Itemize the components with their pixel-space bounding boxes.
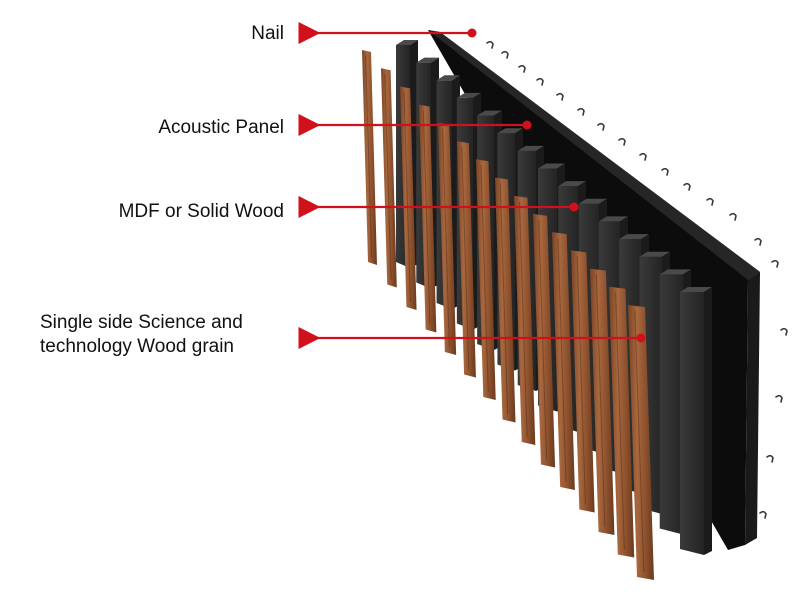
mdf-slat-top (477, 110, 502, 116)
wood-veneer-strip (457, 141, 476, 378)
label-acoustic-panel: Acoustic Panel (158, 117, 284, 138)
label-mdf-or-solid-wood: MDF or Solid Wood (118, 201, 284, 222)
wood-veneer-strip (362, 50, 377, 265)
mdf-slat-front (680, 292, 704, 555)
nail-icon (486, 40, 494, 49)
wood-grain-line (634, 310, 645, 573)
wood-grain-line (461, 147, 470, 370)
wood-veneer-strip (609, 286, 635, 558)
wood-veneer-strip (495, 177, 516, 423)
arrow-mdf-dot (569, 202, 579, 212)
wood-grain-line (403, 92, 411, 303)
wood-veneer-strip (552, 232, 575, 490)
mdf-slat-top (517, 145, 544, 151)
mdf-slat-front (659, 274, 683, 535)
wood-veneer-strips-group (362, 50, 654, 580)
label-wood-grain-line2: technology Wood grain (40, 336, 234, 357)
mdf-slat-top (558, 181, 586, 187)
wood-grain-line (557, 238, 567, 483)
nail-icon (501, 50, 509, 59)
wood-grain-line (480, 165, 489, 393)
mdf-slat-top (639, 251, 670, 257)
wood-grain-line (499, 183, 509, 415)
nail-icon (618, 137, 626, 146)
mdf-slat-top (416, 57, 439, 63)
nail-icon (771, 259, 779, 268)
nail-icon (754, 237, 762, 246)
label-nail: Nail (251, 23, 284, 44)
nail-icon (780, 327, 788, 336)
nail-icon (683, 182, 691, 191)
wood-veneer-strip (514, 195, 536, 445)
wood-grain-line (595, 274, 606, 528)
mdf-slat-top (396, 40, 418, 45)
mdf-slat-top (598, 216, 628, 222)
nail-icon (597, 122, 605, 131)
arrow-nail-dot (467, 28, 477, 38)
wood-grain-line (576, 256, 586, 505)
wood-grain-line (422, 110, 431, 325)
wood-veneer-strip (476, 159, 496, 400)
nail-icon (759, 510, 767, 519)
mdf-slat-top (456, 92, 481, 98)
mdf-slat-top (436, 75, 460, 81)
mdf-slat-side (704, 287, 712, 555)
wood-grain-line (442, 128, 450, 348)
mdf-slat-top (659, 269, 691, 275)
nail-icon (577, 107, 585, 116)
mdf-slat-top (619, 234, 649, 240)
wood-veneer-strip (400, 86, 417, 310)
nail-icon (639, 152, 647, 161)
arrow-acoustic-panel-dot (522, 120, 532, 130)
nails-group (486, 40, 788, 519)
wood-grain-line (365, 55, 373, 258)
wood-veneer-strip (381, 68, 397, 288)
wood-veneer-strip (438, 122, 457, 355)
wood-veneer-strip (419, 104, 437, 333)
callout-arrows (298, 22, 646, 349)
wood-veneer-strip (628, 305, 654, 580)
nail-icon (729, 212, 737, 221)
label-wood-grain-line1: Single side Science and (40, 312, 243, 333)
backing-top-edge (428, 30, 760, 280)
wood-grain-line (384, 74, 392, 280)
mdf-slat-top (497, 128, 523, 134)
nail-icon (706, 197, 714, 206)
arrow-wood-grain-dot (636, 333, 646, 343)
backing-side-edge (745, 272, 760, 545)
wood-grain-line (538, 219, 548, 460)
wood-grain-line (615, 292, 625, 550)
mdf-slat-top (538, 163, 565, 169)
wood-veneer-strip (571, 250, 595, 513)
nail-icon (766, 454, 774, 463)
nail-icon (556, 92, 564, 101)
nail-icon (518, 64, 526, 73)
label-wood-grain: Single side Science and technology Wood … (40, 311, 243, 359)
wood-veneer-strip (533, 213, 556, 468)
nail-icon (775, 394, 783, 403)
wood-grain-line (518, 201, 528, 438)
mdf-slat-top (578, 198, 607, 204)
nail-icon (661, 167, 669, 176)
wood-veneer-strip (590, 268, 615, 535)
mdf-slat-top (680, 287, 712, 292)
nail-icon (536, 77, 544, 86)
